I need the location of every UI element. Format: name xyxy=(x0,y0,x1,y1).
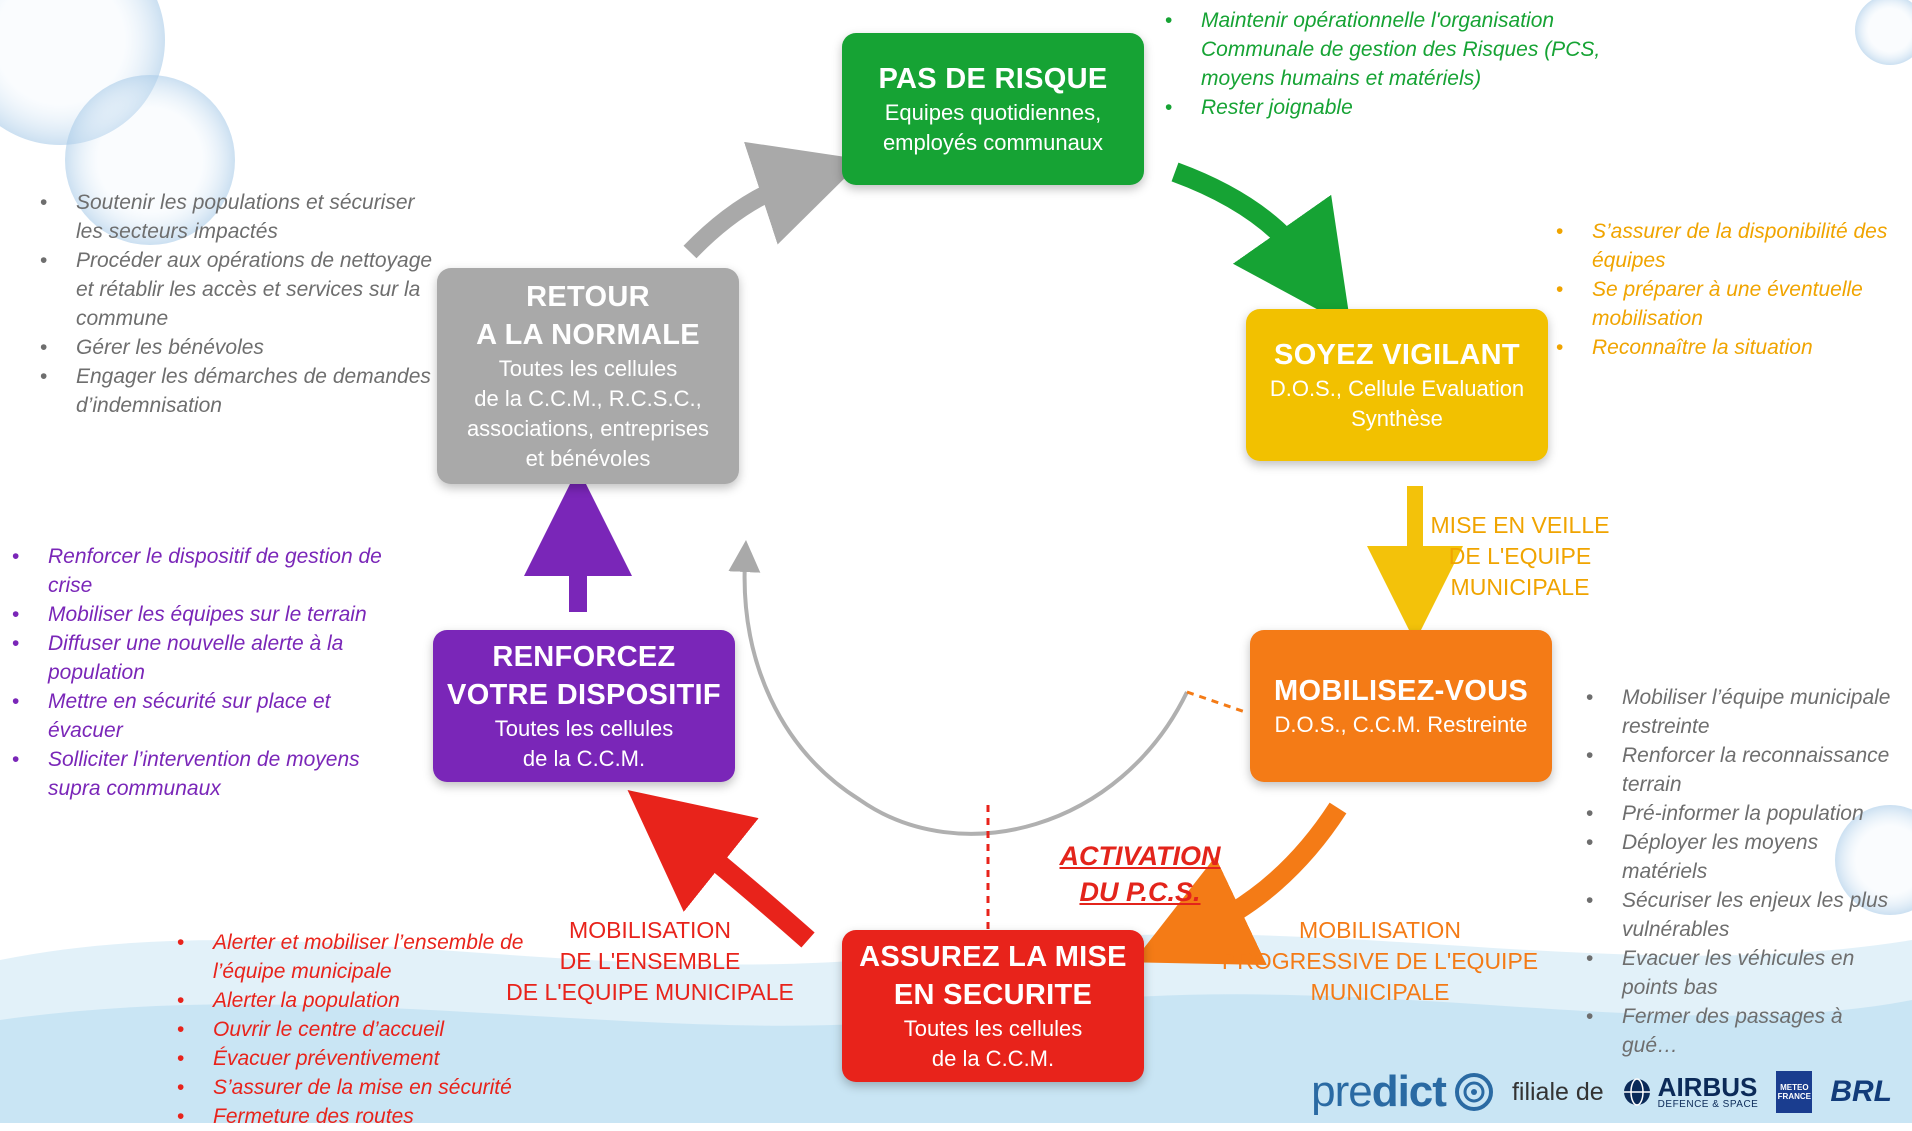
list-grey: Soutenir les populations et sécuriser le… xyxy=(40,188,440,420)
list-yellow-item: Se préparer à une éventuelle mobilisatio… xyxy=(1556,275,1896,333)
list-purple-item: Diffuser une nouvelle alerte à la popula… xyxy=(12,629,407,687)
list-orange-item: Sécuriser les enjeux les plus vulnérable… xyxy=(1586,886,1896,944)
label-mobilisation-ensemble-3: DE L'EQUIPE MUNICIPALE xyxy=(506,979,794,1005)
bubble-4 xyxy=(1855,0,1912,65)
label-activation-2: DU P.C.S. xyxy=(1079,877,1201,907)
list-grey-item: Procéder aux opérations de nettoyage et … xyxy=(40,246,440,333)
label-mobilisation-progressive-2: PROGRESSIVE DE L'EQUIPE xyxy=(1221,948,1539,974)
box-retour-title-2: A LA NORMALE xyxy=(476,319,700,351)
list-grey-item: Gérer les bénévoles xyxy=(40,333,440,362)
footer-logos: predict filiale de AIRBUS DEFENCE & SPAC… xyxy=(1311,1067,1892,1117)
label-mobilisation-progressive-3: MUNICIPALE xyxy=(1310,979,1450,1005)
box-assurez: ASSUREZ LA MISE EN SECURITE Toutes les c… xyxy=(842,930,1144,1082)
list-red-item: S’assurer de la mise en sécurité xyxy=(177,1073,557,1102)
list-orange-item: Pré-informer la population xyxy=(1586,799,1896,828)
box-soyez-vigilant: SOYEZ VIGILANT D.O.S., Cellule Evaluatio… xyxy=(1246,309,1548,461)
target-icon xyxy=(1454,1073,1493,1111)
label-mise-en-veille-1: MISE EN VEILLE xyxy=(1430,512,1610,538)
list-red-item: Fermeture des routes xyxy=(177,1102,557,1131)
box-assurez-title-2: EN SECURITE xyxy=(893,979,1093,1011)
box-pas-de-risque-title: PAS DE RISQUE xyxy=(878,63,1108,95)
label-mobilisation-progressive-1: MOBILISATION xyxy=(1299,917,1461,943)
arrow-red xyxy=(627,790,815,948)
box-assurez-sub-1: Toutes les cellules xyxy=(903,1016,1083,1041)
box-assurez-sub-2: de la C.C.M. xyxy=(931,1046,1055,1071)
box-pas-de-risque: PAS DE RISQUE Equipes quotidiennes, empl… xyxy=(842,33,1144,185)
label-mobilisation-ensemble: MOBILISATION DE L'ENSEMBLE DE L'EQUIPE M… xyxy=(500,915,800,1008)
label-mobilisation-progressive: MOBILISATION PROGRESSIVE DE L'EQUIPE MUN… xyxy=(1220,915,1540,1008)
list-purple: Renforcer le dispositif de gestion de cr… xyxy=(12,542,407,803)
list-red-item: Alerter et mobiliser l’ensemble de l’équ… xyxy=(177,928,557,986)
list-yellow-item: S’assurer de la disponibilité des équipe… xyxy=(1556,217,1896,275)
label-mise-en-veille-3: MUNICIPALE xyxy=(1450,574,1590,600)
list-orange-item: Déployer les moyens matériels xyxy=(1586,828,1896,886)
list-green-item: Maintenir opérationnelle l'organisation … xyxy=(1165,6,1625,93)
meteo-2: FRANCE xyxy=(1777,1092,1812,1101)
meteo-1: METEO xyxy=(1780,1083,1809,1092)
box-renforcez: RENFORCEZ VOTRE DISPOSITIF Toutes les ce… xyxy=(433,630,735,782)
list-orange-item: Renforcer la reconnaissance terrain xyxy=(1586,741,1896,799)
arrow-orange xyxy=(1132,802,1347,966)
arrow-grey-arc xyxy=(728,540,1189,836)
filiale-text: filiale de xyxy=(1511,1077,1604,1106)
list-purple-item: Mettre en sécurité sur place et évacuer xyxy=(12,687,407,745)
list-green: Maintenir opérationnelle l'organisation … xyxy=(1165,6,1625,122)
predict-logo-light: pre xyxy=(1311,1067,1373,1116)
airbus-globe-icon xyxy=(1623,1078,1650,1106)
airbus-logo: AIRBUS DEFENCE & SPACE xyxy=(1622,1071,1759,1110)
list-green-item: Rester joignable xyxy=(1165,93,1625,122)
list-orange-item: Fermer des passages à gué… xyxy=(1586,1002,1896,1060)
box-mobilisez-vous: MOBILISEZ-VOUS D.O.S., C.C.M. Restreinte xyxy=(1250,630,1552,782)
box-pas-de-risque-sub-2: employés communaux xyxy=(882,130,1104,155)
box-retour-sub-2: de la C.C.M., R.C.S.C., xyxy=(474,386,702,411)
box-soyez-vigilant-sub-2: Synthèse xyxy=(1351,406,1443,431)
list-purple-item: Renforcer le dispositif de gestion de cr… xyxy=(12,542,407,600)
label-activation-1: ACTIVATION xyxy=(1059,841,1221,871)
box-pas-de-risque-sub-1: Equipes quotidiennes, xyxy=(884,100,1102,125)
box-retour-title-1: RETOUR xyxy=(526,281,650,313)
list-grey-item: Soutenir les populations et sécuriser le… xyxy=(40,188,440,246)
box-retour-sub-4: et bénévoles xyxy=(525,446,651,471)
airbus-sub: DEFENCE & SPACE xyxy=(1657,1098,1759,1110)
arrow-grey-top xyxy=(683,141,864,259)
box-renforcez-sub-1: Toutes les cellules xyxy=(494,716,674,741)
list-orange-item: Mobiliser l’équipe municipale restreinte xyxy=(1586,683,1896,741)
box-retour-sub-3: associations, entreprises xyxy=(466,416,710,441)
label-activation-pcs: ACTIVATION DU P.C.S. xyxy=(1030,838,1250,910)
box-mobilisez-vous-title: MOBILISEZ-VOUS xyxy=(1274,675,1528,707)
list-orange-item: Evacuer les véhicules en points bas xyxy=(1586,944,1896,1002)
list-orange: Mobiliser l’équipe municipale restreinte… xyxy=(1586,683,1896,1060)
dashed-orange xyxy=(1186,690,1249,715)
box-retour-sub-1: Toutes les cellules xyxy=(498,356,678,381)
list-grey-item: Engager les démarches de demandes d’inde… xyxy=(40,362,440,420)
meteo-france-logo: METEO FRANCE xyxy=(1776,1071,1813,1113)
box-mobilisez-vous-sub-1: D.O.S., C.C.M. Restreinte xyxy=(1274,712,1528,737)
label-mobilisation-ensemble-2: DE L'ENSEMBLE xyxy=(559,948,741,974)
airbus-word: AIRBUS xyxy=(1657,1071,1758,1102)
label-mobilisation-ensemble-1: MOBILISATION xyxy=(569,917,731,943)
list-yellow: S’assurer de la disponibilité des équipe… xyxy=(1556,217,1896,362)
label-mise-en-veille: MISE EN VEILLE DE L'EQUIPE MUNICIPALE xyxy=(1420,510,1620,603)
list-yellow-item: Reconnaître la situation xyxy=(1556,333,1896,362)
box-renforcez-title-2: VOTRE DISPOSITIF xyxy=(447,679,721,711)
brl-logo: BRL xyxy=(1830,1075,1892,1108)
predict-logo: predict xyxy=(1311,1067,1494,1117)
list-red-item: Alerter la population xyxy=(177,986,557,1015)
box-soyez-vigilant-title: SOYEZ VIGILANT xyxy=(1274,339,1520,371)
label-mise-en-veille-2: DE L'EQUIPE xyxy=(1448,543,1592,569)
box-soyez-vigilant-sub-1: D.O.S., Cellule Evaluation xyxy=(1269,376,1525,401)
list-red: Alerter et mobiliser l’ensemble de l’équ… xyxy=(177,928,557,1131)
list-red-item: Ouvrir le centre d’accueil xyxy=(177,1015,557,1044)
predict-logo-bold: dict xyxy=(1371,1067,1447,1116)
box-assurez-title-1: ASSUREZ LA MISE xyxy=(859,941,1127,973)
box-renforcez-title-1: RENFORCEZ xyxy=(492,641,676,673)
list-purple-item: Mobiliser les équipes sur le terrain xyxy=(12,600,407,629)
box-renforcez-sub-2: de la C.C.M. xyxy=(522,746,646,771)
arrow-green xyxy=(1171,162,1351,328)
list-purple-item: Solliciter l’intervention de moyens supr… xyxy=(12,745,407,803)
box-retour: RETOUR A LA NORMALE Toutes les cellules … xyxy=(437,268,739,484)
list-red-item: Évacuer préventivement xyxy=(177,1044,557,1073)
